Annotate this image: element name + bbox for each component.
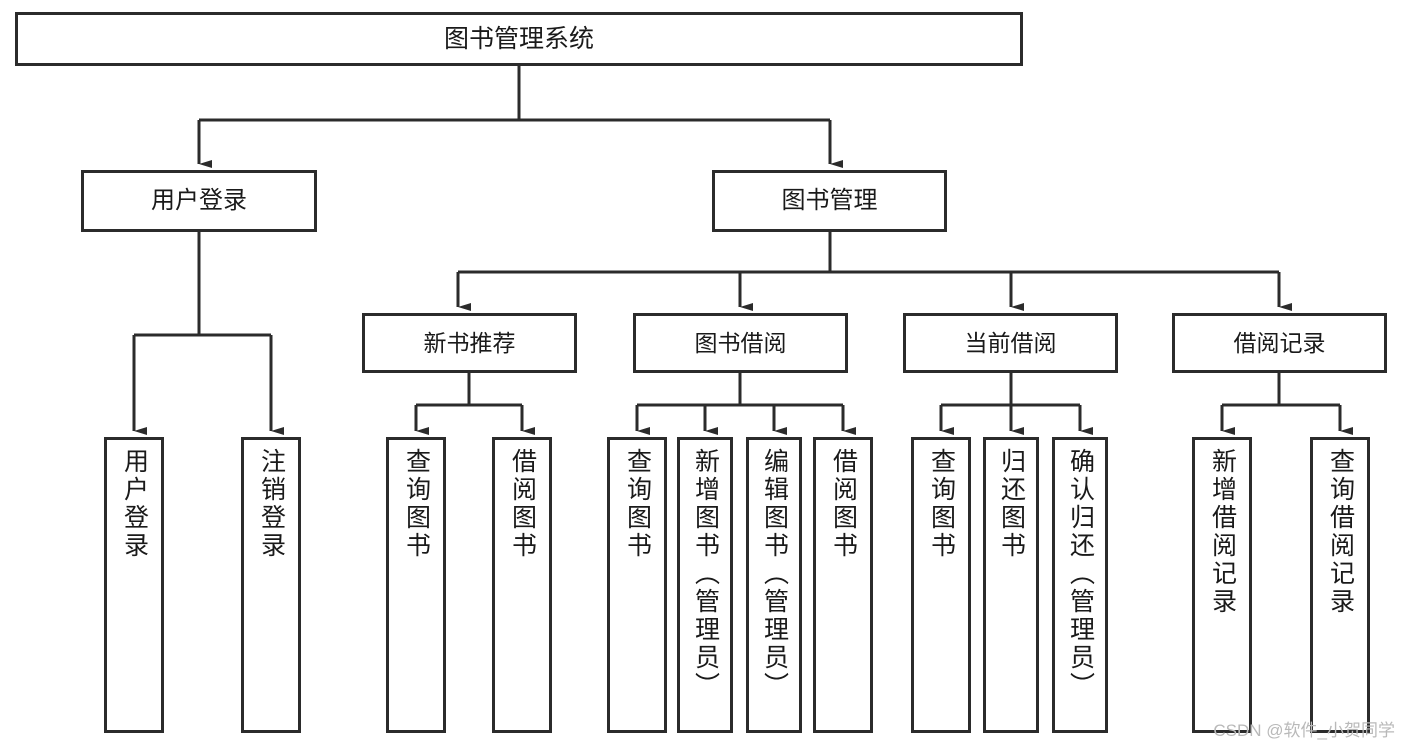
leaf-label: 新增图书（管理员） [691,448,720,700]
leaf-query-book-borrow[interactable]: 查询图书 [607,437,667,733]
node-borrowing-record[interactable]: 借阅记录 [1172,313,1387,373]
leaf-label: 新增借阅记录 [1208,448,1237,616]
node-current-borrowing[interactable]: 当前借阅 [903,313,1118,373]
leaf-add-book-admin[interactable]: 新增图书（管理员） [677,437,733,733]
leaf-return-book[interactable]: 归还图书 [983,437,1039,733]
leaf-add-borrow-record[interactable]: 新增借阅记录 [1192,437,1252,733]
leaf-label: 查询图书 [623,448,652,560]
node-book-management[interactable]: 图书管理 [712,170,947,232]
leaf-user-login[interactable]: 用户登录 [104,437,164,733]
csdn-watermark: CSDN @软件_小贺同学 [1213,721,1395,740]
node-root-book-management-system[interactable]: 图书管理系统 [15,12,1023,66]
node-label: 图书管理系统 [443,24,594,53]
leaf-label: 借阅图书 [829,448,858,560]
node-label: 借阅记录 [1233,329,1326,356]
node-book-borrowing[interactable]: 图书借阅 [633,313,848,373]
node-label: 当前借阅 [964,329,1057,356]
leaf-confirm-return-admin[interactable]: 确认归还（管理员） [1052,437,1108,733]
node-user-login[interactable]: 用户登录 [81,170,317,232]
leaf-query-book-current[interactable]: 查询图书 [911,437,971,733]
node-label: 图书借阅 [694,329,787,356]
leaf-label: 查询图书 [402,448,431,560]
leaf-edit-book-admin[interactable]: 编辑图书（管理员） [746,437,802,733]
node-label: 用户登录 [151,187,247,215]
leaf-label: 归还图书 [997,448,1026,560]
leaf-label: 确认归还（管理员） [1066,448,1095,700]
leaf-borrow-book-newbook[interactable]: 借阅图书 [492,437,552,733]
node-label: 新书推荐 [423,329,516,356]
node-new-book-recommendation[interactable]: 新书推荐 [362,313,577,373]
leaf-query-book-newbook[interactable]: 查询图书 [386,437,446,733]
leaf-label: 查询图书 [927,448,956,560]
leaf-label: 注销登录 [257,448,286,560]
node-label: 图书管理 [781,187,878,215]
leaf-label: 查询借阅记录 [1326,448,1355,616]
leaf-logout[interactable]: 注销登录 [241,437,301,733]
leaf-label: 编辑图书（管理员） [760,448,789,700]
leaf-query-borrow-record[interactable]: 查询借阅记录 [1310,437,1370,733]
leaf-label: 用户登录 [120,448,149,560]
leaf-label: 借阅图书 [508,448,537,560]
leaf-borrow-book[interactable]: 借阅图书 [813,437,873,733]
